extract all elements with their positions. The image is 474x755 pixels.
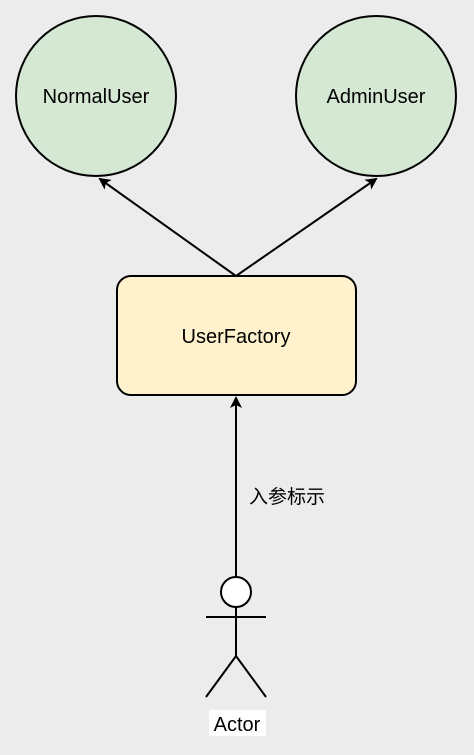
- user-factory-label: UserFactory: [182, 326, 291, 348]
- admin-user-label: AdminUser: [327, 86, 426, 108]
- normal-user-circle: [15, 15, 177, 177]
- user-factory-box: [116, 275, 357, 396]
- edges: [98, 177, 378, 577]
- normal-user-node[interactable]: NormalUser: [15, 15, 177, 177]
- admin-user-circle: [295, 15, 457, 177]
- edge-label-input-param: 入参标示: [249, 486, 325, 508]
- edge-factory-to-adminuser: [235, 177, 378, 277]
- actor-node[interactable]: Actor: [205, 576, 267, 736]
- actor-label-background: [209, 710, 266, 736]
- actor-right-leg: [235, 655, 267, 698]
- user-factory-node[interactable]: UserFactory: [116, 275, 357, 396]
- actor-label: Actor: [214, 714, 261, 736]
- actor-head: [220, 576, 252, 608]
- normal-user-label: NormalUser: [43, 86, 150, 108]
- admin-user-node[interactable]: AdminUser: [295, 15, 457, 177]
- actor-left-leg: [205, 655, 237, 698]
- edge-factory-to-normaluser: [98, 177, 237, 277]
